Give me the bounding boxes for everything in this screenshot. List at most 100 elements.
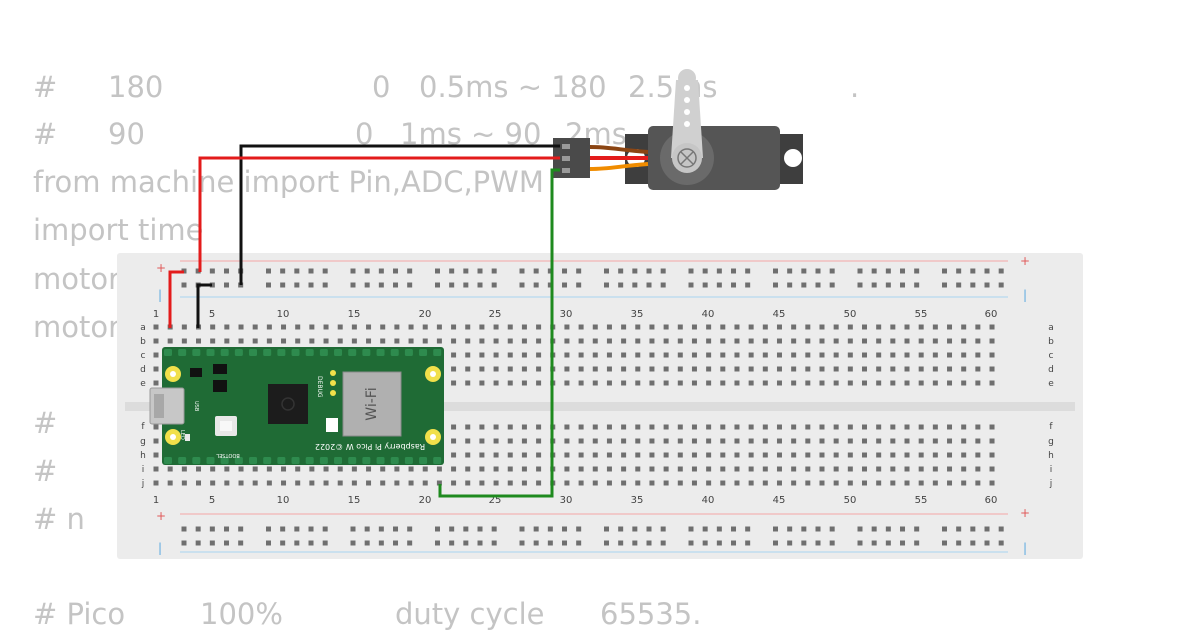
rail-minus-bl: | <box>158 541 162 555</box>
breadboard-hole <box>663 324 669 330</box>
breadboard-hole <box>309 338 315 344</box>
breadboard-hole <box>876 324 882 330</box>
breadboard-hole <box>592 338 598 344</box>
breadboard-hole <box>819 452 825 458</box>
rail-hole <box>801 268 807 274</box>
breadboard-hole <box>436 324 442 330</box>
rail-hole <box>519 540 525 546</box>
pico-pin <box>291 457 300 464</box>
pico-pin <box>390 457 399 464</box>
rail-hole <box>407 268 413 274</box>
rail-hole <box>716 268 722 274</box>
rail-hole <box>322 540 328 546</box>
breadboard-hole <box>691 338 697 344</box>
rail-hole <box>618 540 624 546</box>
rail-hole <box>857 526 863 532</box>
debug-pin-1 <box>330 370 336 376</box>
breadboard-hole <box>181 324 187 330</box>
breadboard-hole <box>394 480 400 486</box>
breadboard-hole <box>762 324 768 330</box>
col-label-b-30: 30 <box>560 495 573 506</box>
servo-horn-hole-3 <box>684 109 690 115</box>
col-label-b-5: 5 <box>209 495 215 506</box>
rail-hole <box>688 526 694 532</box>
breadboard-hole <box>961 380 967 386</box>
breadboard-hole <box>691 366 697 372</box>
breadboard-hole <box>422 338 428 344</box>
breadboard-hole <box>408 480 414 486</box>
pico-pin <box>376 349 385 356</box>
breadboard-hole <box>394 338 400 344</box>
breadboard-hole <box>918 438 924 444</box>
rail-hole <box>238 540 244 546</box>
pico-pin <box>376 457 385 464</box>
breadboard-hole <box>337 466 343 472</box>
breadboard-hole <box>451 452 457 458</box>
breadboard-hole <box>621 338 627 344</box>
row-label-a-right: a <box>1048 323 1054 333</box>
breadboard-hole <box>309 324 315 330</box>
breadboard-hole <box>181 338 187 344</box>
breadboard-hole <box>805 466 811 472</box>
rail-hole <box>308 268 314 274</box>
breadboard-hole <box>621 352 627 358</box>
rail-hole <box>209 540 215 546</box>
breadboard-hole <box>649 338 655 344</box>
col-label-25: 25 <box>489 309 502 320</box>
breadboard-hole <box>380 480 386 486</box>
rail-hole <box>731 268 737 274</box>
row-label-j-left: j <box>141 479 145 489</box>
breadboard-hole <box>890 438 896 444</box>
breadboard-hole <box>436 466 442 472</box>
rail-hole <box>970 268 976 274</box>
breadboard-hole <box>904 480 910 486</box>
rail-hole <box>350 268 356 274</box>
pico-component-2 <box>213 364 227 374</box>
breadboard-hole <box>252 324 258 330</box>
breadboard-hole <box>833 352 839 358</box>
rail-hole <box>801 526 807 532</box>
breadboard-hole <box>196 466 202 472</box>
rail-hole <box>984 268 990 274</box>
breadboard-hole <box>890 452 896 458</box>
breadboard-hole <box>621 380 627 386</box>
breadboard-hole <box>153 424 159 430</box>
breadboard-hole <box>819 338 825 344</box>
breadboard-hole <box>465 352 471 358</box>
breadboard-hole <box>805 338 811 344</box>
breadboard-hole <box>266 324 272 330</box>
breadboard-hole <box>989 380 995 386</box>
rail-hole <box>688 540 694 546</box>
breadboard-hole <box>493 452 499 458</box>
breadboard-hole <box>734 380 740 386</box>
rail-hole <box>984 526 990 532</box>
breadboard-hole <box>947 380 953 386</box>
rail-hole <box>731 282 737 288</box>
row-label-i-left: i <box>142 465 145 475</box>
breadboard-hole <box>153 366 159 372</box>
breadboard-hole <box>932 480 938 486</box>
breadboard-hole <box>351 466 357 472</box>
rail-hole <box>519 526 525 532</box>
code-line10-b: 100% <box>200 597 283 631</box>
breadboard-hole <box>862 352 867 358</box>
breadboard-hole <box>819 424 825 430</box>
breadboard-hole <box>776 366 782 372</box>
breadboard-hole <box>691 424 697 430</box>
breadboard-hole <box>479 438 485 444</box>
row-label-f-left: f <box>141 422 145 432</box>
breadboard: + + | | + + | | 1 5 10 15 20 25 30 35 40… <box>117 253 1083 559</box>
breadboard-hole <box>663 366 669 372</box>
breadboard-hole <box>167 338 173 344</box>
rail-hole <box>745 268 751 274</box>
breadboard-hole <box>493 324 499 330</box>
breadboard-hole <box>734 352 740 358</box>
rail-hole <box>773 526 778 532</box>
breadboard-hole <box>961 480 967 486</box>
breadboard-hole <box>734 366 740 372</box>
breadboard-hole <box>989 480 995 486</box>
rail-hole <box>956 540 962 546</box>
rail-hole <box>914 268 920 274</box>
breadboard-hole <box>635 380 641 386</box>
rail-hole <box>322 526 328 532</box>
